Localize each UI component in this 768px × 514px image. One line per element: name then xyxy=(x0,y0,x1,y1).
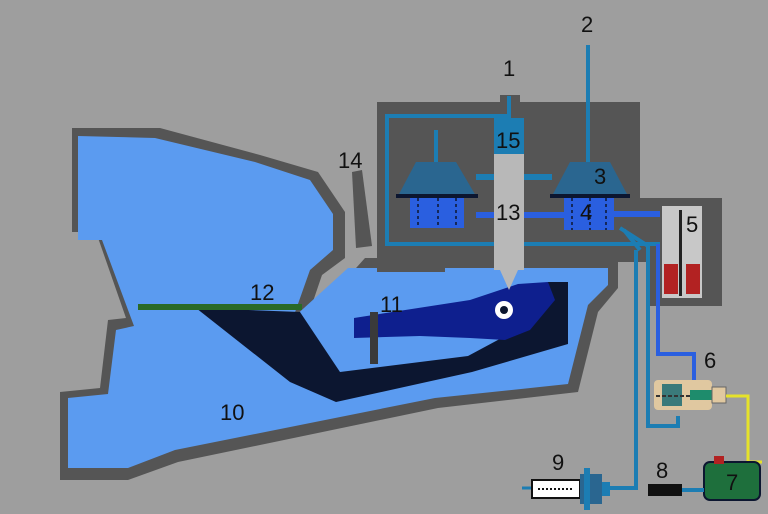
syringe-9 xyxy=(522,468,610,510)
label-15: 15 xyxy=(496,128,520,153)
lever-pin xyxy=(370,312,378,364)
pivot-center xyxy=(500,306,508,314)
right-chamber xyxy=(524,162,630,230)
water-reservoir xyxy=(68,136,608,468)
label-9: 9 xyxy=(552,450,564,475)
label-12: 12 xyxy=(250,280,274,305)
label-6: 6 xyxy=(704,348,716,373)
partition-14 xyxy=(352,170,372,248)
gate-12 xyxy=(138,304,302,310)
valve-6 xyxy=(654,380,727,410)
filter-8 xyxy=(648,484,682,496)
label-11: 11 xyxy=(380,292,403,317)
label-7: 7 xyxy=(726,470,738,495)
label-10: 10 xyxy=(220,400,244,425)
label-2: 2 xyxy=(581,12,593,37)
label-5: 5 xyxy=(686,212,698,237)
float-arm xyxy=(196,282,568,402)
label-1: 1 xyxy=(503,56,515,81)
pipe-network xyxy=(385,45,680,490)
lever-11 xyxy=(354,282,555,340)
label-8: 8 xyxy=(656,458,668,483)
rod-tip xyxy=(500,270,518,290)
wire xyxy=(726,394,762,464)
label-3: 3 xyxy=(594,164,606,189)
pipe-to-valve xyxy=(656,244,696,382)
gauge-5 xyxy=(662,206,702,298)
left-chamber xyxy=(396,130,494,228)
cylinder-15 xyxy=(494,118,524,154)
battery-7 xyxy=(703,456,761,501)
label-4: 4 xyxy=(580,200,592,225)
label-13: 13 xyxy=(496,200,520,225)
label-14: 14 xyxy=(338,148,362,173)
